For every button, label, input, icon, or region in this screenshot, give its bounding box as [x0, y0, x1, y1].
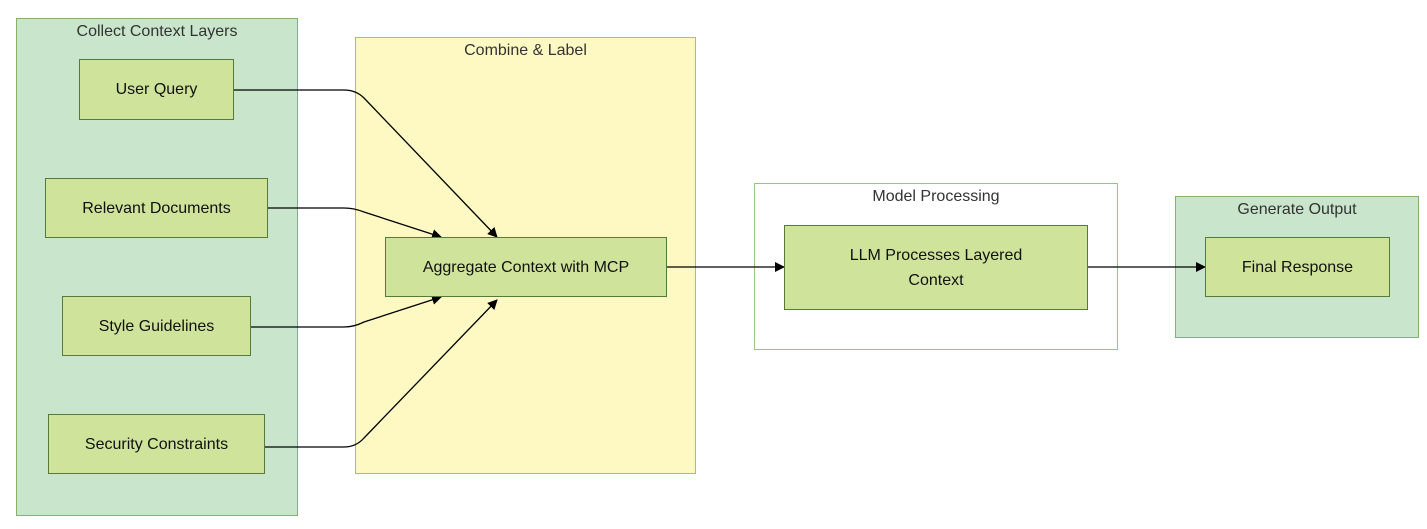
node-style-guidelines[interactable]: Style Guidelines [62, 296, 251, 356]
group-title-output: Generate Output [1237, 201, 1357, 218]
node-aggregate-context-label: Aggregate Context with MCP [422, 258, 630, 276]
group-title-collect: Collect Context Layers [76, 23, 238, 40]
node-llm-processes-label-line2: Context [908, 271, 964, 289]
group-title-model: Model Processing [872, 188, 1000, 205]
group-title-combine: Combine & Label [464, 42, 587, 59]
node-relevant-documents[interactable]: Relevant Documents [45, 178, 268, 238]
node-relevant-documents-label: Relevant Documents [82, 199, 231, 217]
node-security-constraints[interactable]: Security Constraints [48, 414, 265, 474]
node-aggregate-context[interactable]: Aggregate Context with MCP [385, 237, 667, 297]
node-user-query[interactable]: User Query [79, 59, 234, 120]
node-user-query-label: User Query [115, 81, 198, 98]
node-final-response-label: Final Response [1241, 258, 1354, 276]
node-llm-processes-label-line1: LLM Processes Layered [849, 246, 1023, 264]
node-security-constraints-label: Security Constraints [84, 435, 229, 453]
node-llm-processes[interactable]: LLM Processes Layered Context [784, 225, 1088, 310]
node-final-response[interactable]: Final Response [1205, 237, 1390, 297]
node-style-guidelines-label: Style Guidelines [98, 317, 215, 335]
